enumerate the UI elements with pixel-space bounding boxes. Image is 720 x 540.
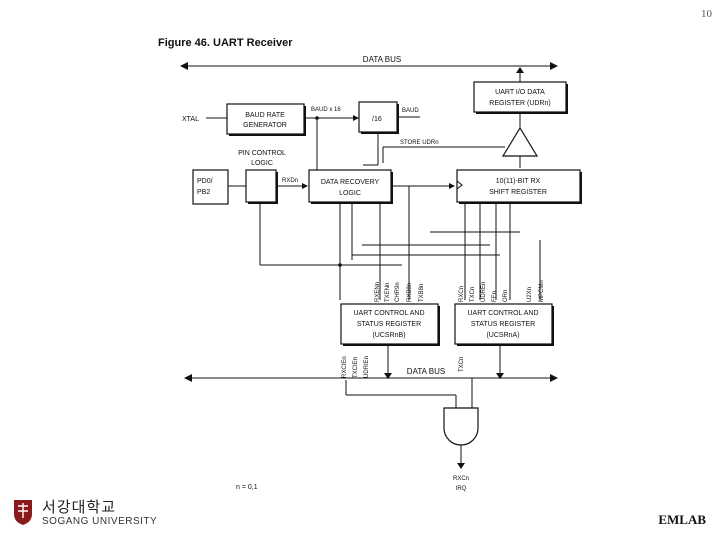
ucsrb-out-rxcie: RXCIEn: [342, 356, 348, 378]
baud-label: BAUD: [402, 108, 419, 114]
ucsrb-in-txb8: TXB8n: [419, 284, 425, 302]
data-bus-top-label: DATA BUS: [363, 55, 401, 64]
baud-rate-generator-block: BAUD RATE GENERATOR: [226, 103, 306, 136]
ucsra-input-labels: RXCn TXCn UDREn FEn ORn U2Xn MPCMn: [459, 280, 545, 302]
ucsra-in-u2x: U2Xn: [527, 287, 533, 302]
ucsrb-in-rxen: RXENn: [375, 282, 381, 302]
baud-rate-generator-line1: BAUD RATE: [245, 112, 285, 119]
ucsrb-line3: (UCSRnB): [372, 332, 405, 339]
udr-line1: UART I/O DATA: [495, 89, 545, 96]
xtal-label: XTAL: [182, 116, 199, 123]
ucsra-line2: STATUS REGISTER: [471, 321, 535, 328]
ucsra-line1: UART CONTROL AND: [467, 310, 538, 317]
pin-control-title-line2: LOGIC: [251, 160, 273, 167]
pin-control-block: [245, 169, 278, 204]
data-recovery-block: DATA RECOVERY LOGIC: [308, 169, 393, 204]
and-gate: [443, 407, 479, 446]
figure-caption: Figure 46. UART Receiver: [158, 37, 293, 49]
university-seal-icon: [14, 500, 32, 525]
ucsra-line3: (UCSRnA): [486, 332, 519, 339]
ucsra-in-or: ORn: [503, 290, 509, 302]
ucsrb-in-txen: TXENn: [385, 283, 391, 302]
ucsrb-out-txcie: TXCIEn: [353, 357, 359, 378]
ucsra-in-mpcm: MPCMn: [539, 280, 545, 302]
ucsrb-output-labels: RXCIEn TXCIEn UDRIEn: [342, 356, 370, 378]
ucsrb-line1: UART CONTROL AND: [353, 310, 424, 317]
footer-brand: EMLAB: [658, 512, 706, 527]
ucsrb-register-block: UART CONTROL AND STATUS REGISTER (UCSRnB…: [340, 303, 440, 346]
ucsrb-input-labels: RXENn TXENn CHR9n RXB8n TXB8n: [375, 282, 425, 302]
sogang-logo: 서강대학교 SOGANG UNIVERSITY: [12, 496, 162, 534]
logo-korean-name: 서강대학교: [42, 499, 117, 516]
pin-port-line1: PD0/: [197, 178, 213, 185]
page-number: 10: [701, 8, 712, 20]
udr-line2: REGISTER (UDRn): [489, 100, 550, 107]
ucsrb-in-chr9: CHR9n: [395, 282, 401, 302]
ucsra-in-fe: FEn: [492, 291, 498, 302]
ucsrb-in-rxb8: RXB8n: [407, 283, 413, 302]
ucsra-out-txc: TXCn: [459, 357, 465, 372]
data-bus-top: DATA BUS: [180, 55, 558, 70]
divider-block: /16: [358, 101, 399, 134]
irq-line1: RXCn: [453, 476, 469, 482]
baud-rate-generator-line2: GENERATOR: [243, 122, 287, 129]
ucsra-register-block: UART CONTROL AND STATUS REGISTER (UCSRnA…: [454, 303, 554, 346]
ucsra-in-txc: TXCn: [470, 287, 476, 302]
ucsrb-out-udrie: UDRIEn: [364, 356, 370, 378]
ucsrb-line2: STATUS REGISTER: [357, 321, 421, 328]
irq-line2: IRQ: [456, 486, 467, 492]
data-recovery-line2: LOGIC: [339, 190, 361, 197]
ucsra-in-rxc: RXCn: [459, 286, 465, 302]
buffer-triangle: [501, 126, 539, 157]
baud-x16-label: BAUD x 16: [311, 107, 341, 113]
shift-register-block: 10(11)-BIT RX SHIFT REGISTER: [456, 169, 582, 204]
rxd-label: RXDn: [282, 178, 298, 184]
data-bus-bottom: DATA BUS: [184, 367, 558, 382]
logo-english-name: SOGANG UNIVERSITY: [42, 516, 158, 527]
shift-register-line1: 10(11)-BIT RX: [496, 178, 541, 185]
pin-control-title-line1: PIN CONTROL: [238, 150, 286, 157]
shift-register-line2: SHIFT REGISTER: [489, 189, 547, 196]
pin-port-line2: PB2: [197, 189, 210, 196]
ucsra-in-udre: UDREn: [481, 282, 487, 302]
store-udr-label: STORE UDRn: [400, 140, 439, 146]
data-recovery-line1: DATA RECOVERY: [321, 179, 380, 186]
n-note: n = 0,1: [236, 484, 258, 491]
divider-label: /16: [372, 116, 382, 123]
udr-register-block: UART I/O DATA REGISTER (UDRn): [473, 81, 568, 114]
data-bus-bottom-label: DATA BUS: [407, 367, 445, 376]
pin-port-block: PD0/ PB2: [192, 169, 229, 205]
